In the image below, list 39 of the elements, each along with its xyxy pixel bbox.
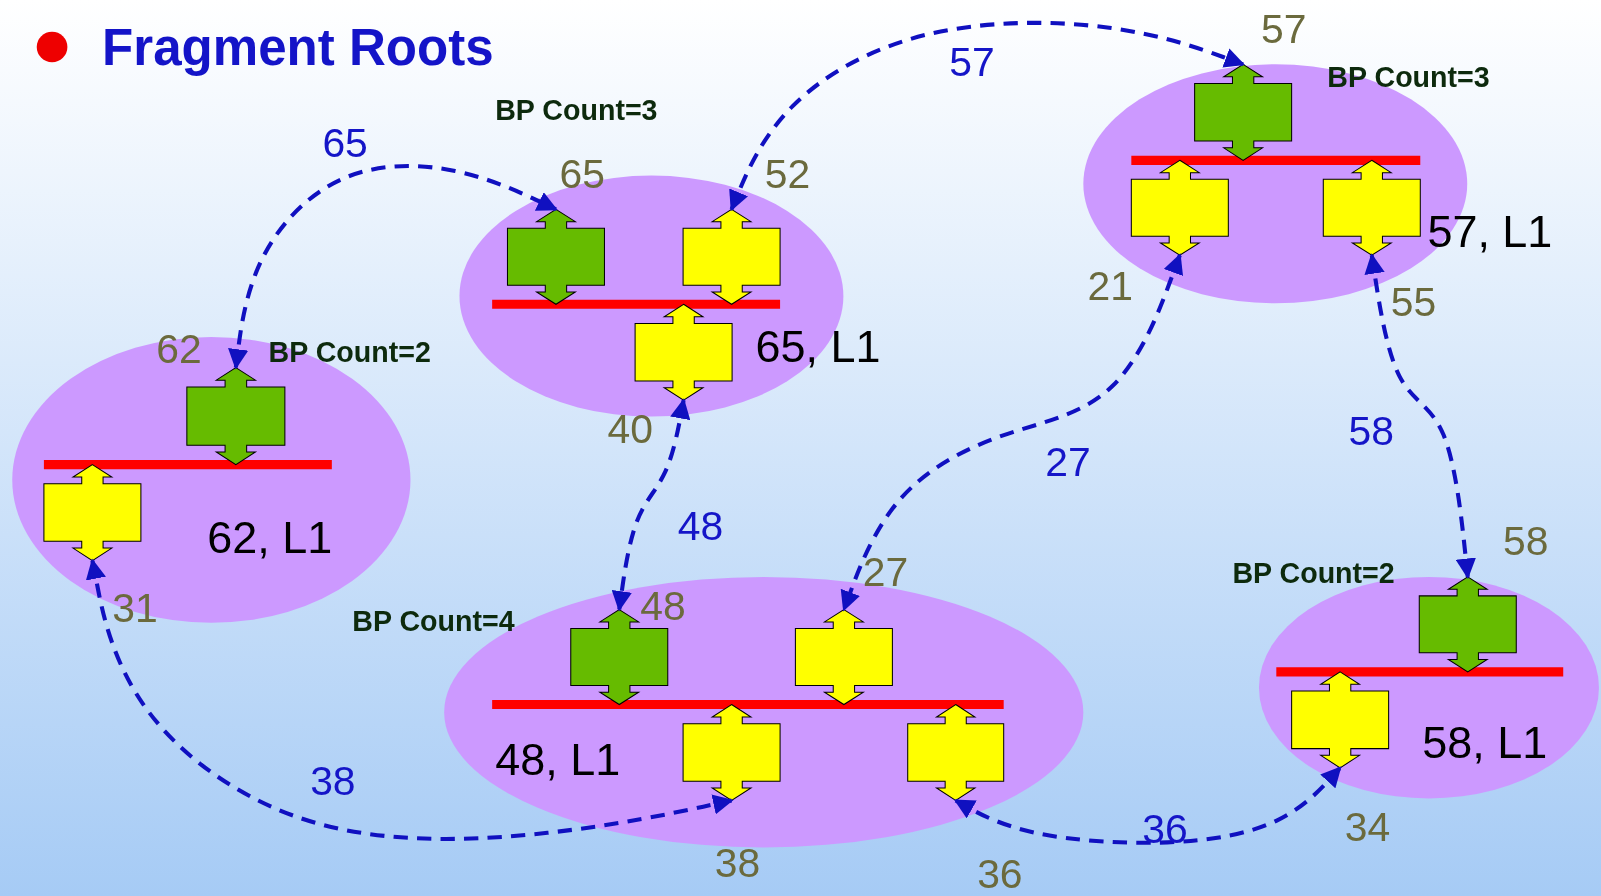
connector-arrow	[1364, 253, 1476, 579]
port-number: 48	[640, 585, 686, 626]
port-number: 36	[977, 853, 1023, 895]
connector-arrow	[840, 253, 1183, 612]
port-number: 65	[559, 153, 605, 194]
port-number: 58	[1503, 520, 1549, 562]
port-number: 57	[1261, 8, 1307, 49]
connector-arrow	[85, 558, 734, 841]
port-number: 55	[1390, 280, 1437, 322]
connector-arrow	[228, 164, 558, 370]
count-label: BP Count=3	[1327, 63, 1490, 92]
port-number: 21	[1087, 265, 1133, 307]
port-number: 27	[862, 551, 909, 593]
fragment-label: 57, L1	[1427, 209, 1553, 255]
connector-arrow	[611, 398, 691, 612]
connector-arrow	[729, 20, 1246, 212]
edge-label: 38	[310, 760, 356, 802]
edge-label: 57	[949, 40, 995, 82]
edge-label: 48	[677, 505, 724, 547]
count-label: BP Count=3	[495, 97, 658, 126]
fragment-label: 48, L1	[495, 737, 621, 783]
edge-label: 65	[322, 122, 368, 164]
edge-label: 27	[1045, 441, 1091, 482]
edge-label: 36	[1142, 808, 1188, 850]
port-number: 62	[156, 328, 202, 370]
port-number: 52	[764, 153, 811, 194]
count-label: BP Count=4	[352, 607, 515, 637]
count-label: BP Count=2	[1232, 559, 1395, 589]
port-number: 31	[112, 587, 158, 628]
connector-arrow	[953, 766, 1342, 845]
fragment-label: 62, L1	[207, 515, 333, 561]
fragment-label: 58, L1	[1422, 719, 1548, 765]
fragment-label: 65, L1	[755, 324, 881, 370]
title: Fragment Roots	[102, 22, 494, 74]
edge-label: 58	[1348, 410, 1394, 452]
count-label: BP Count=2	[268, 339, 431, 368]
port-number: 38	[714, 842, 761, 884]
port-number: 34	[1344, 806, 1391, 848]
port-number: 40	[607, 408, 653, 450]
